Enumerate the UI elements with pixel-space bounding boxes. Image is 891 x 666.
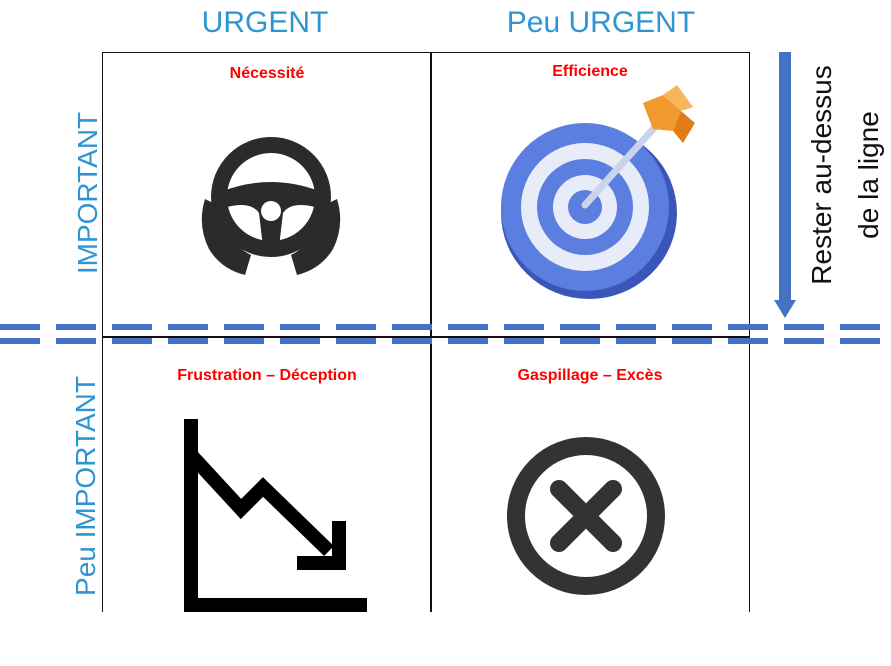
close-circle-icon bbox=[507, 437, 665, 595]
quadrant-title: Efficience bbox=[552, 63, 628, 80]
quadrant-title: Frustration – Déception bbox=[177, 367, 357, 384]
column-header-peu-urgent: Peu URGENT bbox=[506, 6, 696, 39]
separator-dashed-line bbox=[0, 324, 891, 344]
column-header-urgent: URGENT bbox=[201, 6, 329, 39]
downtrend-chart-icon bbox=[184, 419, 367, 612]
target-dart-icon bbox=[501, 85, 695, 299]
quadrant-important-urgent: Nécessité bbox=[102, 52, 432, 338]
quadrant-important-peu-urgent: Efficience bbox=[430, 52, 750, 338]
quadrant-peu-important-peu-urgent: Gaspillage – Excès bbox=[430, 336, 750, 612]
row-header-peu-important: Peu IMPORTANT bbox=[70, 376, 101, 596]
side-note-line2: de la ligne bbox=[853, 111, 884, 239]
side-note-line1: Rester au-dessus bbox=[806, 65, 837, 285]
steering-wheel-hands-icon bbox=[201, 137, 341, 275]
quadrant-title: Gaspillage – Excès bbox=[517, 367, 663, 384]
quadrant-peu-important-urgent: Frustration – Déception bbox=[102, 336, 432, 612]
quadrant-title: Nécessité bbox=[229, 65, 305, 82]
down-arrow-icon bbox=[774, 52, 796, 318]
